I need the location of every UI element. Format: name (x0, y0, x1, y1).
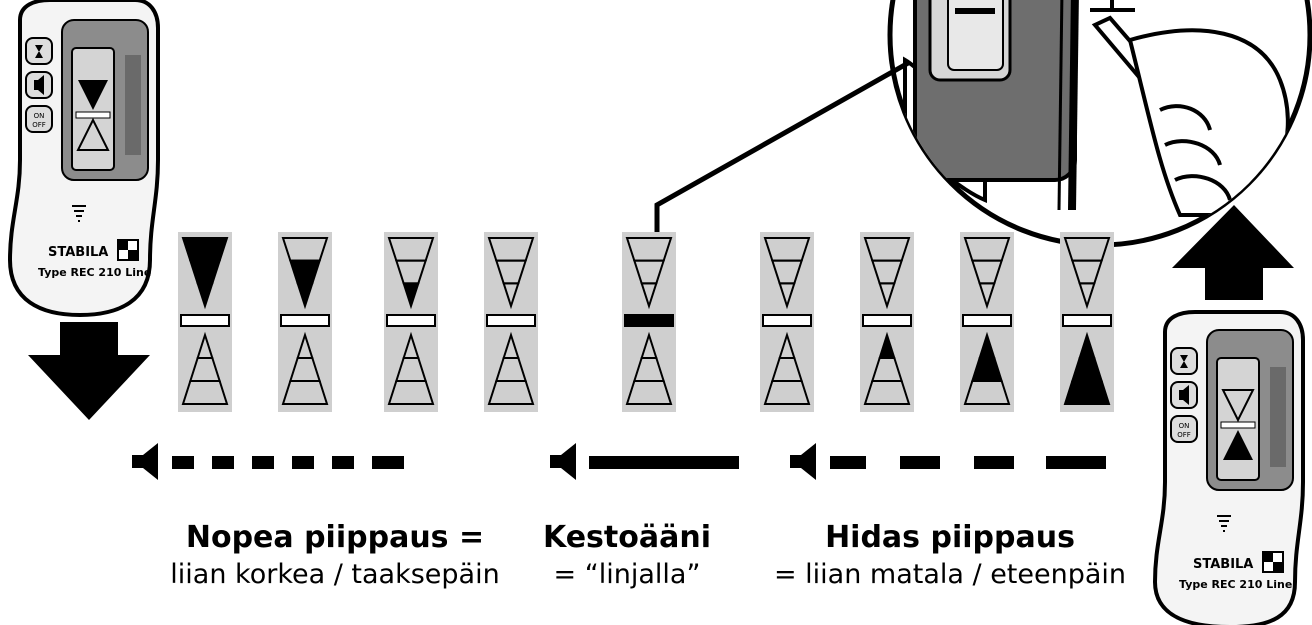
svg-text:ON: ON (1179, 422, 1190, 430)
caption-slow-title: Hidas piippaus (825, 520, 1075, 555)
indicator-upper-segment (181, 237, 229, 262)
indicator-upper-segment (763, 237, 811, 262)
speaker-icon (550, 443, 576, 480)
indicator-center-bar (386, 314, 436, 327)
svg-text:OFF: OFF (1177, 431, 1191, 439)
indicator-upper-segment (625, 237, 673, 262)
indicator-upper-segment (963, 237, 1011, 262)
caption-fast: Nopea piippaus = liian korkea / taaksepä… (150, 520, 520, 590)
receiver-device-left: ON OFF STABILA Type REC 210 Line (7, 0, 160, 318)
receiver-device-right: ON OFF STABILA Type REC 210 Line (1152, 310, 1305, 625)
indicator-center-bar (762, 314, 812, 327)
arrow-down-icon (28, 322, 150, 420)
indicator-upper-segment (387, 237, 435, 262)
indicator-panel-5 (622, 232, 676, 412)
indicator-panel-2 (278, 232, 332, 412)
indicator-upper-segment (487, 237, 535, 262)
indicator-lower-segment (487, 380, 535, 405)
indicator-lower-segment (387, 380, 435, 405)
speaker-icon (132, 443, 158, 480)
indicator-panel-3 (384, 232, 438, 412)
sound-continuous (550, 443, 739, 480)
indicator-panel-8 (960, 232, 1014, 412)
svg-text:ON: ON (34, 112, 45, 120)
indicator-upper-segment (281, 237, 329, 262)
indicator-lower-segment (763, 380, 811, 405)
indicator-center-bar (486, 314, 536, 327)
zoom-detail-circle (887, 0, 1312, 248)
device-left-brand: STABILA (48, 245, 108, 260)
speaker-icon (790, 443, 816, 480)
indicator-lower-segment (863, 380, 911, 405)
indicator-row (178, 232, 1114, 412)
indicator-lower-segment (181, 380, 229, 405)
device-right-model: Type REC 210 Line (1179, 578, 1292, 591)
indicator-lower-segment (625, 380, 673, 405)
indicator-center-bar (962, 314, 1012, 327)
indicator-panel-9 (1060, 232, 1114, 412)
arrow-up-icon (1172, 205, 1294, 300)
indicator-lower-segment (281, 380, 329, 405)
caption-continuous-title: Kestoääni (542, 520, 711, 555)
indicator-center-bar (862, 314, 912, 327)
sound-fast-beep (132, 443, 404, 480)
caption-fast-subtitle: liian korkea / taaksepäin (170, 559, 500, 590)
indicator-panel-1 (178, 232, 232, 412)
caption-continuous: Kestoääni = “linjalla” (537, 520, 717, 590)
indicator-lower-segment (963, 380, 1011, 405)
caption-slow-subtitle: = liian matala / eteenpäin (773, 559, 1127, 590)
caption-fast-title: Nopea piippaus = (185, 520, 485, 555)
indicator-panel-4 (484, 232, 538, 412)
indicator-center-bar (180, 314, 230, 327)
indicator-center-bar (1062, 314, 1112, 327)
caption-slow: Hidas piippaus = liian matala / eteenpäi… (755, 520, 1145, 590)
indicator-upper-segment (863, 237, 911, 262)
indicator-center-bar (280, 314, 330, 327)
sound-slow-beep (790, 443, 1106, 480)
device-right-brand: STABILA (1193, 557, 1253, 572)
indicator-panel-6 (760, 232, 814, 412)
zoom-connector-line (654, 59, 912, 232)
indicator-center-bar (624, 314, 674, 327)
indicator-panel-7 (860, 232, 914, 412)
device-left-model: Type REC 210 Line (38, 266, 151, 279)
caption-continuous-subtitle: = “linjalla” (553, 559, 701, 590)
indicator-upper-segment (1063, 237, 1111, 262)
indicator-lower-segment (1063, 380, 1111, 405)
svg-text:OFF: OFF (32, 121, 46, 129)
